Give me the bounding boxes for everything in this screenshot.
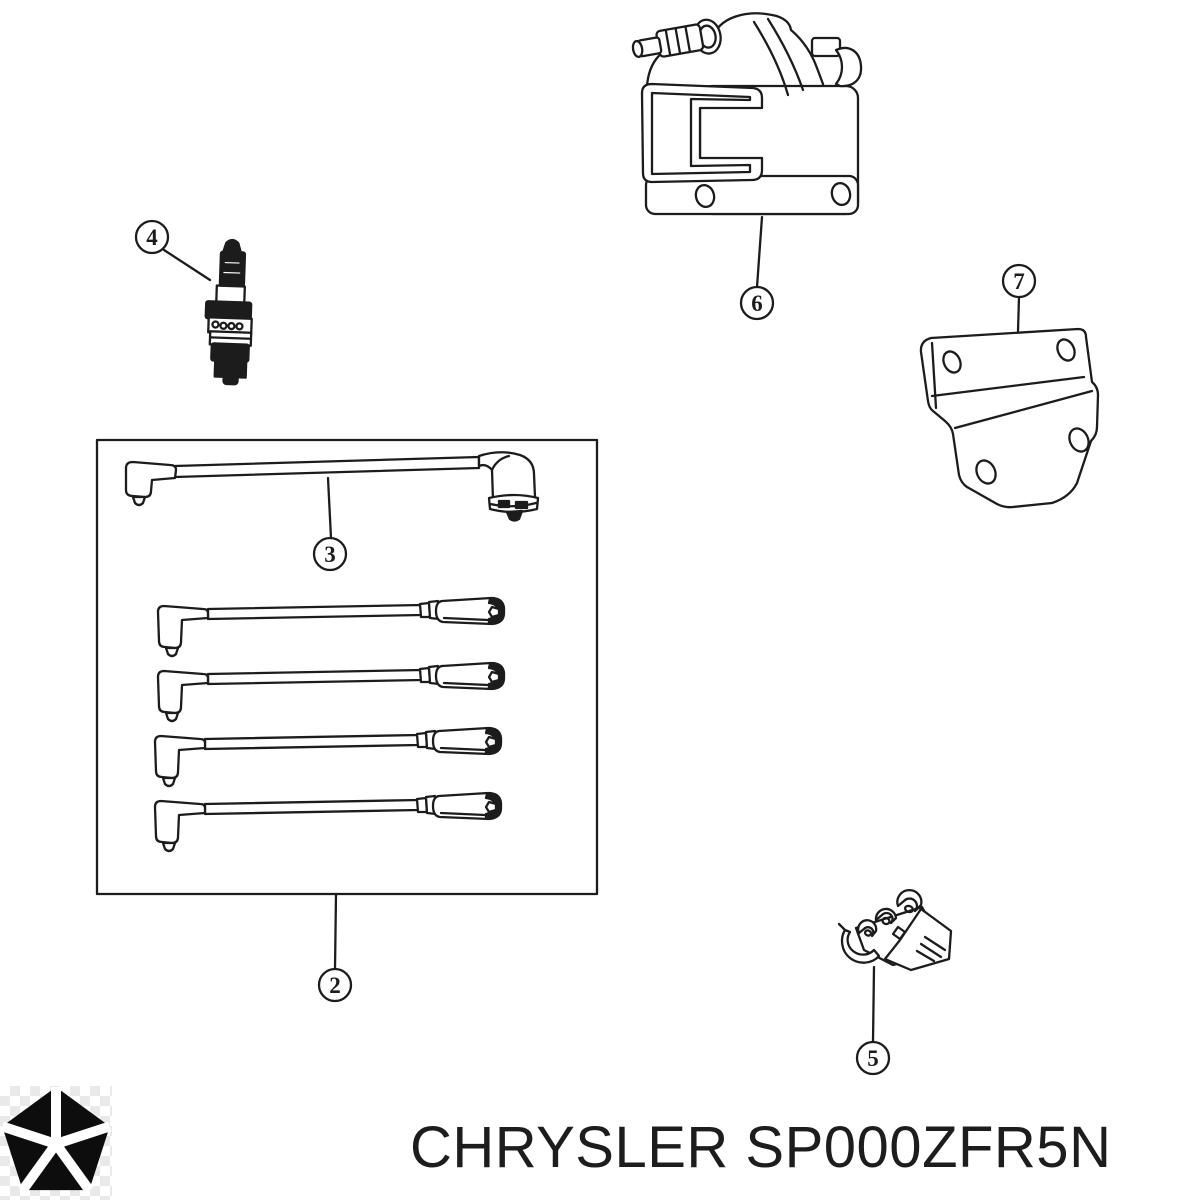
coil-hole bbox=[830, 181, 852, 207]
coil-wire-right-boot bbox=[477, 451, 537, 502]
callout-4: 4 bbox=[134, 219, 212, 282]
wire-clip-drawing bbox=[837, 888, 953, 972]
clip-prong bbox=[874, 907, 898, 925]
callout-7-number: 7 bbox=[1013, 269, 1025, 294]
chrysler-pentastar-icon bbox=[0, 1087, 112, 1194]
coil-terminal bbox=[631, 18, 722, 59]
bracket-drawing bbox=[919, 327, 1100, 509]
callout-6-number: 6 bbox=[751, 291, 763, 316]
coil-wire-drawing bbox=[124, 451, 540, 522]
callout-3: 3 bbox=[312, 476, 348, 572]
coil-sweep-line bbox=[766, 17, 805, 92]
plug-tip bbox=[222, 374, 239, 386]
coil-wire-boot-nipple bbox=[505, 509, 524, 522]
bracket-hole bbox=[975, 459, 997, 485]
page-title: CHRYSLER SP000ZFR5N bbox=[410, 1115, 1112, 1180]
spark-plug-drawing bbox=[204, 238, 253, 386]
coil-tab bbox=[810, 36, 842, 58]
callout-3-number: 3 bbox=[324, 542, 336, 567]
bracket-hole bbox=[1068, 427, 1090, 453]
coil-core-inner-line bbox=[650, 91, 752, 176]
coil-wire-left-nipple bbox=[131, 495, 147, 507]
callout-5-number: 5 bbox=[867, 1046, 879, 1071]
callout-6: 6 bbox=[739, 215, 775, 321]
clip-prong bbox=[857, 919, 878, 938]
coil-core bbox=[640, 82, 764, 184]
bracket-outline bbox=[919, 327, 1100, 509]
callout-2: 2 bbox=[317, 892, 353, 1003]
coil-knob bbox=[834, 46, 863, 88]
clip-diamond-hole bbox=[891, 925, 907, 941]
callout-2-number: 2 bbox=[329, 973, 341, 998]
brand-logo-tile bbox=[0, 1086, 112, 1200]
plug-upper-insulator bbox=[218, 250, 247, 288]
callout-5: 5 bbox=[855, 965, 891, 1076]
ignition-coil-drawing bbox=[631, 12, 863, 216]
coil-hole bbox=[694, 183, 716, 209]
bracket-hole bbox=[942, 350, 962, 374]
clip-hook bbox=[840, 928, 881, 964]
clip-prong bbox=[896, 888, 923, 913]
callout-4-number: 4 bbox=[146, 225, 158, 250]
bracket-bend-line bbox=[930, 375, 1086, 398]
bracket-bend-line bbox=[953, 389, 1094, 430]
coil-sweep-line bbox=[752, 20, 790, 97]
callout-7: 7 bbox=[1001, 263, 1037, 333]
bracket-flange-line bbox=[930, 341, 938, 410]
bracket-hole bbox=[1056, 338, 1076, 362]
